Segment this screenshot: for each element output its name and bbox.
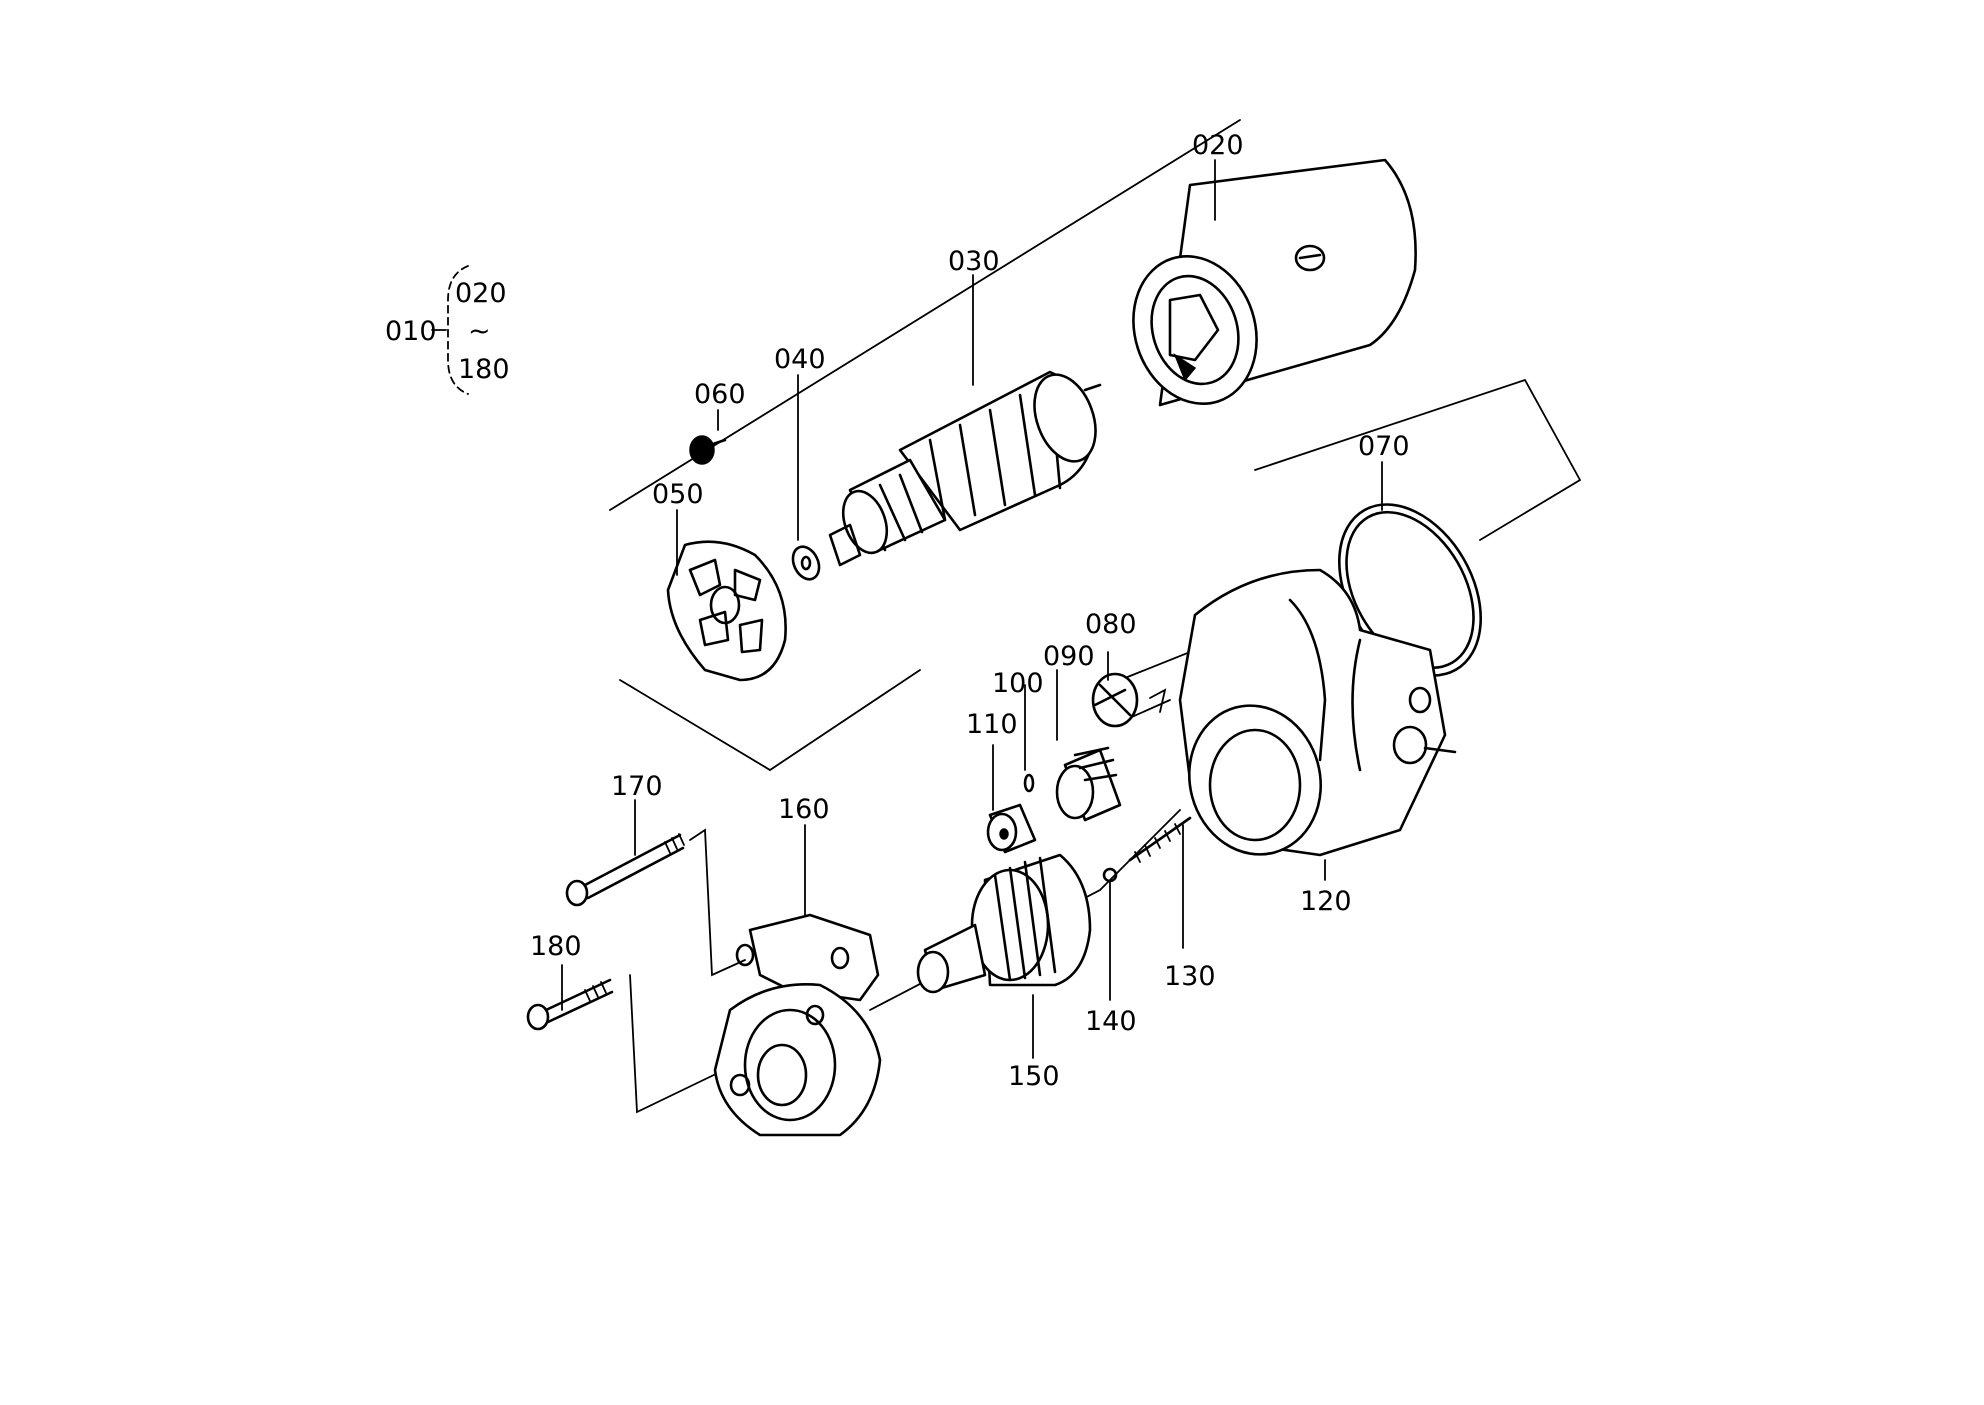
gear-080 <box>1091 672 1139 728</box>
bolt-170 <box>565 833 685 907</box>
part-label-130: 130 <box>1164 961 1216 992</box>
part-label-180: 180 <box>530 931 582 962</box>
part-label-170: 170 <box>611 771 663 802</box>
front-bracket-160 <box>713 913 882 1137</box>
part-label-150: 150 <box>1008 1061 1060 1092</box>
brush-holder-050 <box>666 540 787 682</box>
ball-140 <box>1102 867 1118 883</box>
gear-090 <box>1055 746 1122 822</box>
bolt-170-guide <box>689 828 746 977</box>
part-label-060: 060 <box>694 379 746 410</box>
collar-110 <box>986 803 1037 854</box>
assembly-range-to-label: 180 <box>458 354 510 385</box>
part-label-110: 110 <box>966 709 1018 740</box>
bolt-180-guide <box>629 974 721 1114</box>
assembly-range-from-label: 020 <box>455 278 507 309</box>
part-label-070: 070 <box>1358 431 1410 462</box>
armature-030 <box>828 370 1102 567</box>
assembly-code-label: 010 <box>385 316 437 347</box>
assembly-range-legend: 010 020 ~ 180 <box>385 265 510 395</box>
part-label-090: 090 <box>1043 641 1095 672</box>
bolt-180 <box>526 978 614 1031</box>
assembly-bracket <box>447 265 469 395</box>
spring-130 <box>1128 816 1192 863</box>
part-labels: 020 030 040 050 060 070 080 090 100 110 … <box>530 130 1410 1092</box>
part-label-020: 020 <box>1192 130 1244 161</box>
washer-040 <box>791 545 821 581</box>
part-label-100: 100 <box>992 668 1044 699</box>
part-label-040: 040 <box>774 344 826 375</box>
part-label-080: 080 <box>1085 609 1137 640</box>
assembly-range-sep-label: ~ <box>468 316 491 347</box>
yoke-plane <box>1254 378 1582 541</box>
part-label-140: 140 <box>1085 1006 1137 1037</box>
clutch-150 <box>916 853 1092 994</box>
part-label-120: 120 <box>1300 886 1352 917</box>
housing-120 <box>1178 568 1457 857</box>
leader-lines <box>561 159 1383 1059</box>
upper-axis-line <box>609 119 1241 511</box>
part-label-030: 030 <box>948 246 1000 277</box>
yoke-020 <box>1132 158 1417 407</box>
pin-100 <box>1023 773 1035 793</box>
part-label-160: 160 <box>778 794 830 825</box>
screw-060 <box>689 435 727 465</box>
brush-holder-plane <box>619 669 921 772</box>
part-label-050: 050 <box>652 479 704 510</box>
